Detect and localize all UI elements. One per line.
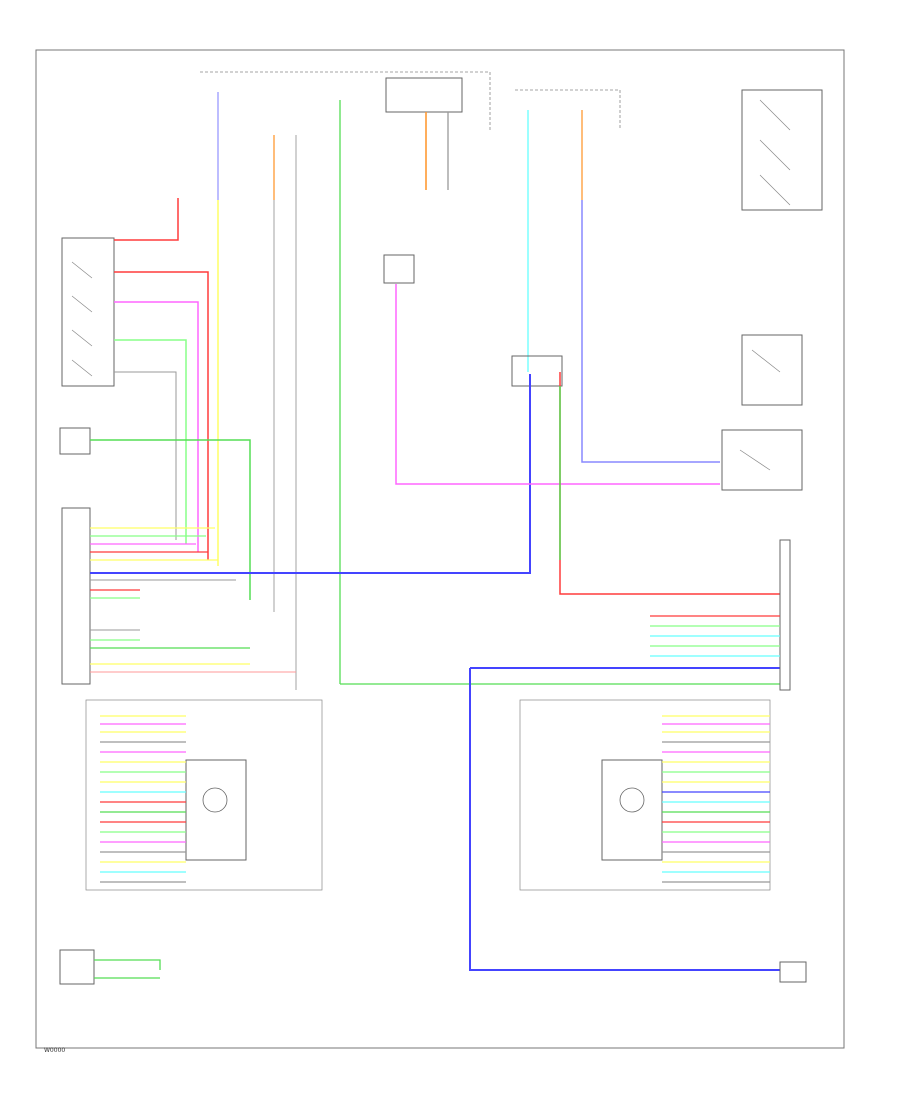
right-lower-wire-bundle (662, 715, 770, 883)
junction-block-outline (515, 89, 621, 128)
left-master-switch (61, 237, 115, 387)
right-window-motor (601, 759, 663, 861)
relay-box-top (385, 77, 463, 113)
left-door-module (85, 699, 323, 891)
right-ecu-connector (779, 539, 791, 691)
right-lock-switch (721, 429, 803, 491)
bottom-left-switch (59, 949, 95, 985)
right-door-module (519, 699, 771, 891)
left-lower-wire-bundle (100, 715, 186, 883)
left-ecu-connector (61, 507, 91, 685)
right-window-switch (741, 334, 803, 406)
diagram-frame (35, 49, 845, 1049)
bottom-right-connector (779, 961, 807, 983)
right-top-switch-column (741, 89, 823, 211)
left-window-motor (185, 759, 247, 861)
left-lock-switch (59, 427, 91, 455)
fuse-block-outline (200, 71, 491, 130)
footer-code: W0000 (44, 1047, 65, 1054)
